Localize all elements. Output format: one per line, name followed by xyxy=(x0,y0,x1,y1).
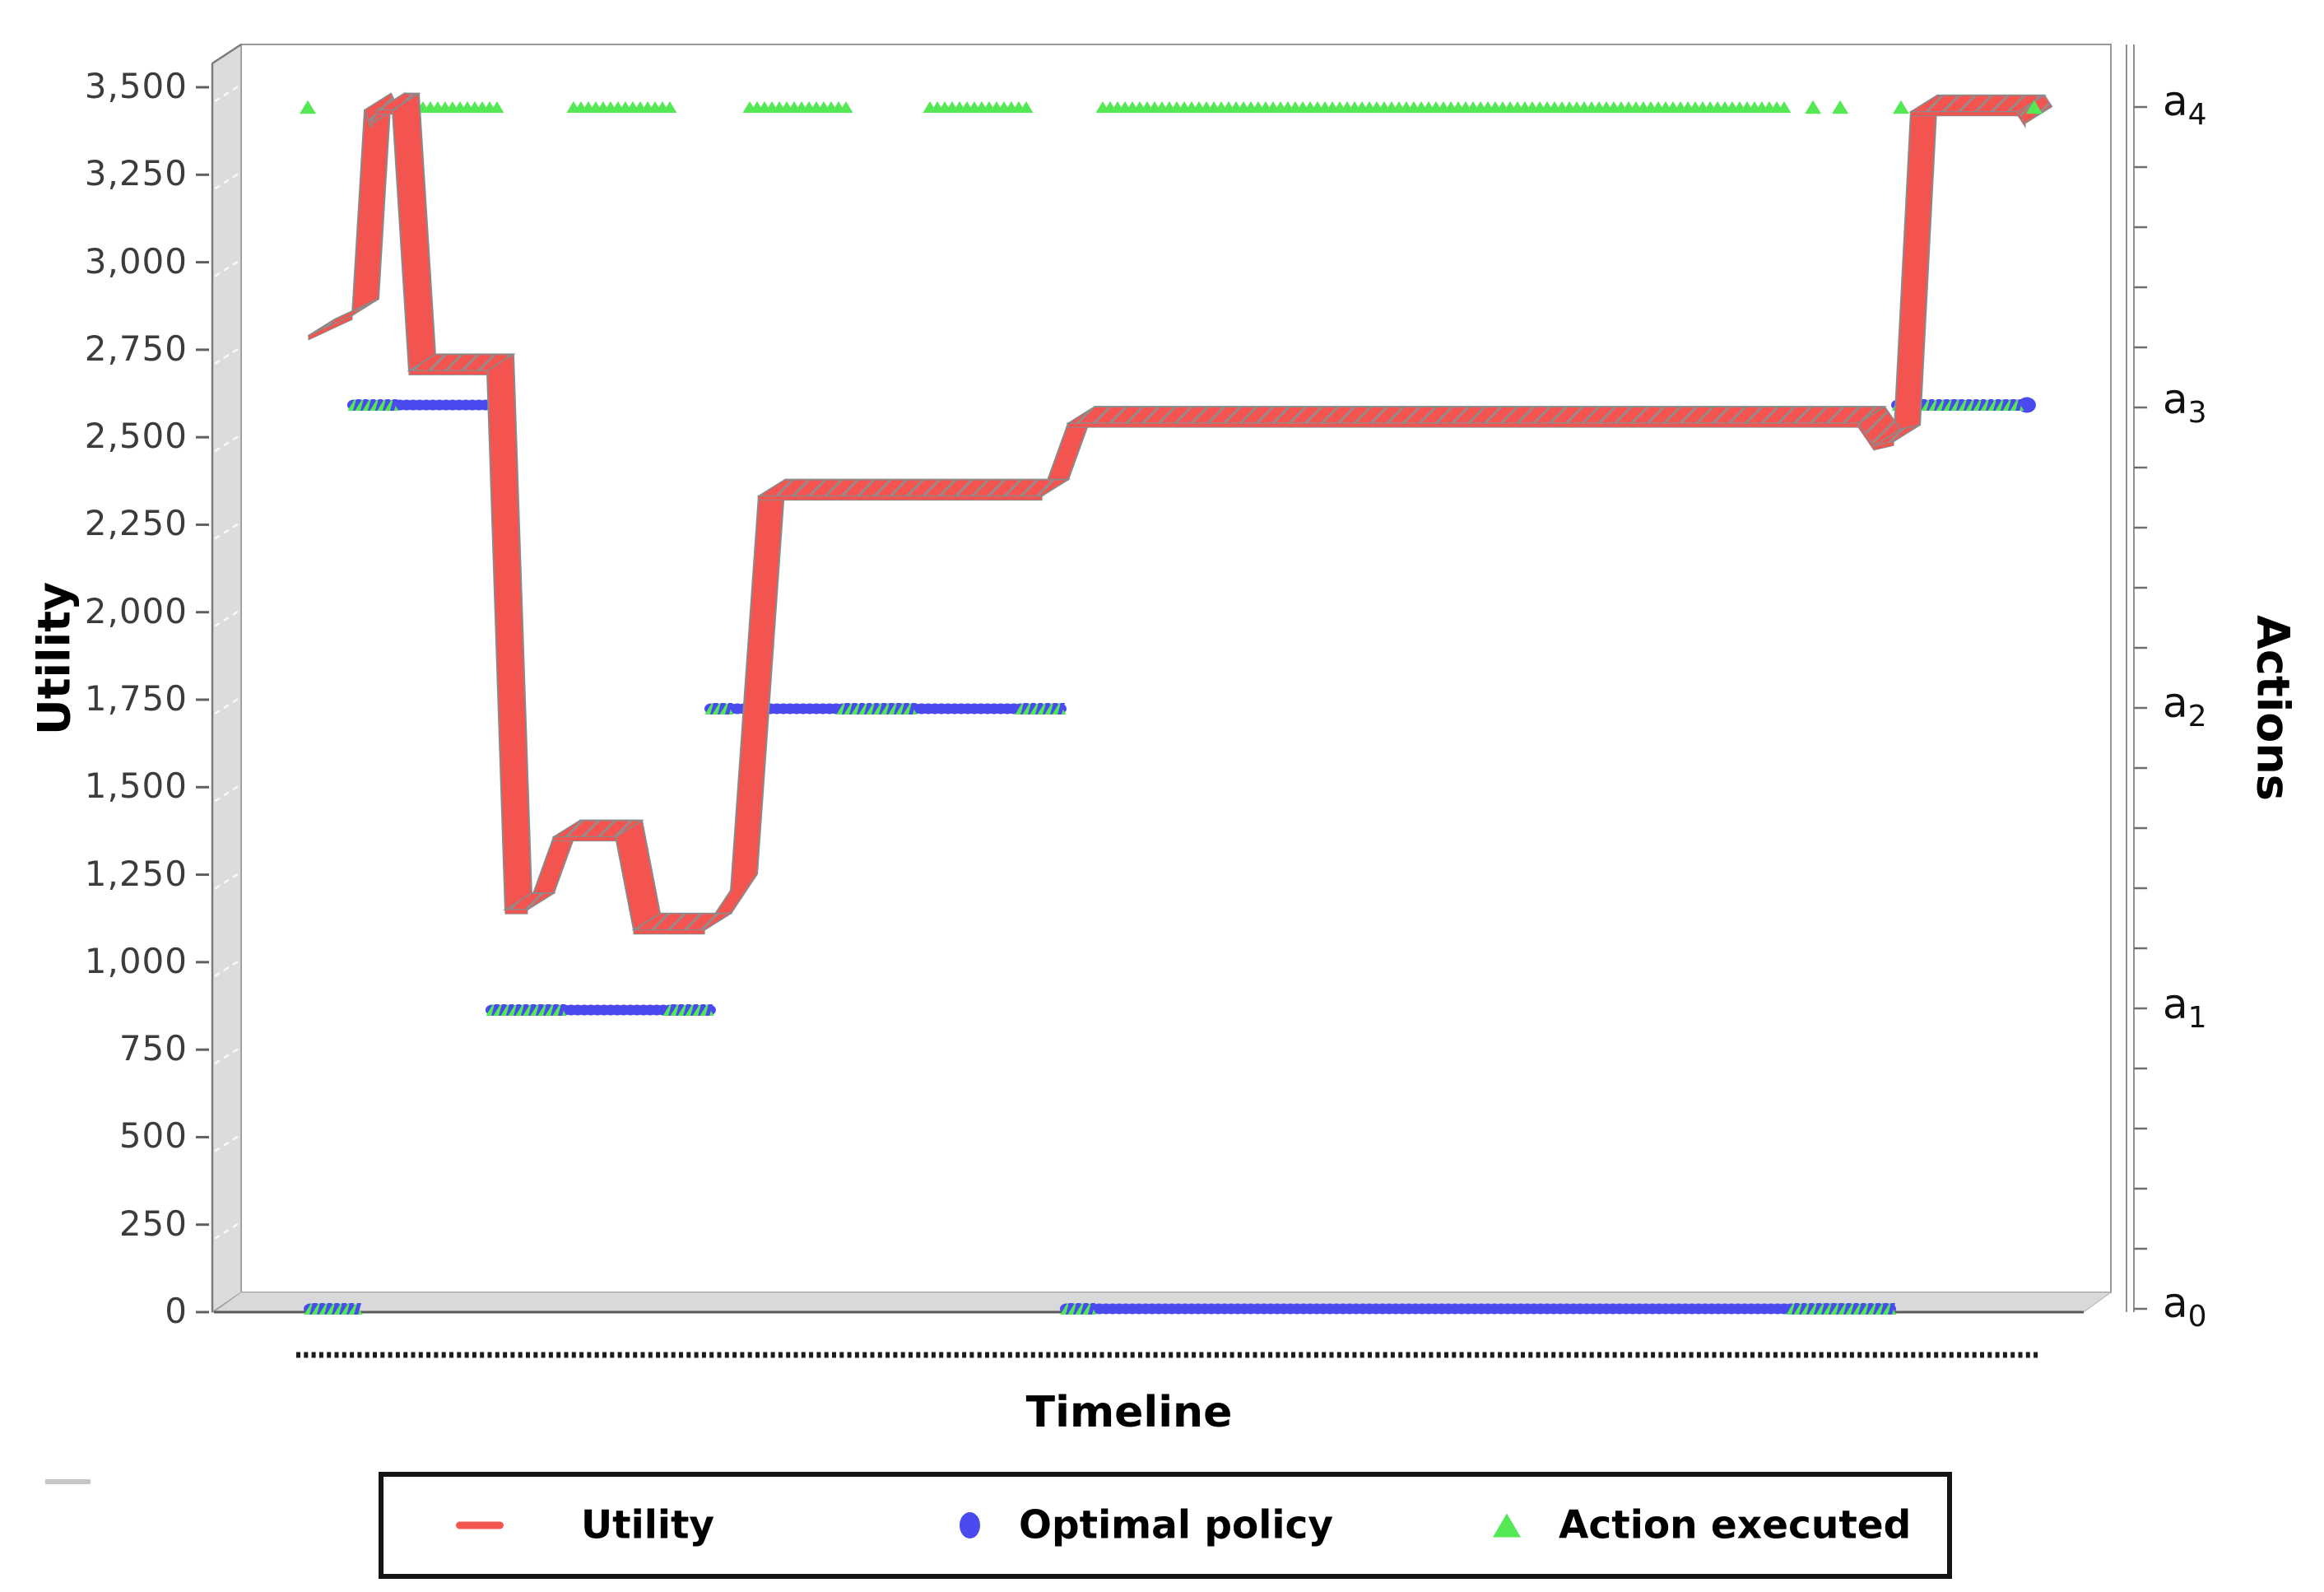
y-axis-tick-label: 2,250 xyxy=(84,503,188,544)
y-axis-tick-label: 2,750 xyxy=(84,328,188,369)
y-axis-tick-label: 1,000 xyxy=(84,940,188,981)
y-axis-tick-label: 2,000 xyxy=(84,590,188,631)
y-axis-tick-label: 3,250 xyxy=(84,153,188,194)
action-axis xyxy=(2126,44,2147,1312)
legend-label-optimal-policy: Optimal policy xyxy=(1019,1502,1333,1548)
action-axis-label-a4: a4 xyxy=(2163,77,2207,132)
action-axis-label-a3: a3 xyxy=(2163,375,2207,430)
legend-label-action-executed: Action executed xyxy=(1559,1502,1912,1548)
utility-ribbon xyxy=(307,91,2053,935)
action-executed-single-markers xyxy=(300,100,2043,114)
y-axis-tick-label: 3,000 xyxy=(84,240,188,282)
y-axis-tick-label: 750 xyxy=(119,1028,188,1069)
y-axis-tick-label: 1,500 xyxy=(84,766,188,807)
action-executed-triangle-icon xyxy=(1493,1513,1521,1538)
y-axis-tick-label: 0 xyxy=(165,1291,188,1331)
plot-frame xyxy=(211,43,2113,1314)
legend: Utility Optimal policy Action executed xyxy=(379,1472,1952,1579)
y-axis-tick-label: 3,500 xyxy=(84,66,188,106)
left-wall xyxy=(211,43,242,1314)
stray-gray-dash xyxy=(45,1479,91,1484)
y-axis-tick-label: 2,500 xyxy=(84,416,188,457)
action-axis-label-a2: a2 xyxy=(2163,679,2207,733)
action-axis-label-a0: a0 xyxy=(2163,1279,2207,1334)
y-axis-tick-label: 250 xyxy=(119,1203,188,1244)
y-axis-ticks xyxy=(196,86,209,1314)
y-axis-title: Utility xyxy=(28,581,81,736)
y-axis-tick-label: 1,750 xyxy=(84,678,188,719)
legend-label-utility: Utility xyxy=(581,1502,715,1548)
x-axis-title: Timeline xyxy=(1025,1388,1233,1437)
right-axis-title: Actions xyxy=(2247,615,2299,801)
y-axis-tick-label: 1,250 xyxy=(84,853,188,894)
utility-line-icon xyxy=(456,1521,504,1529)
y-axis-tick-label: 500 xyxy=(119,1115,188,1157)
action-axis-label-a1: a1 xyxy=(2163,980,2207,1035)
optimal-policy-dot-icon xyxy=(960,1512,980,1538)
